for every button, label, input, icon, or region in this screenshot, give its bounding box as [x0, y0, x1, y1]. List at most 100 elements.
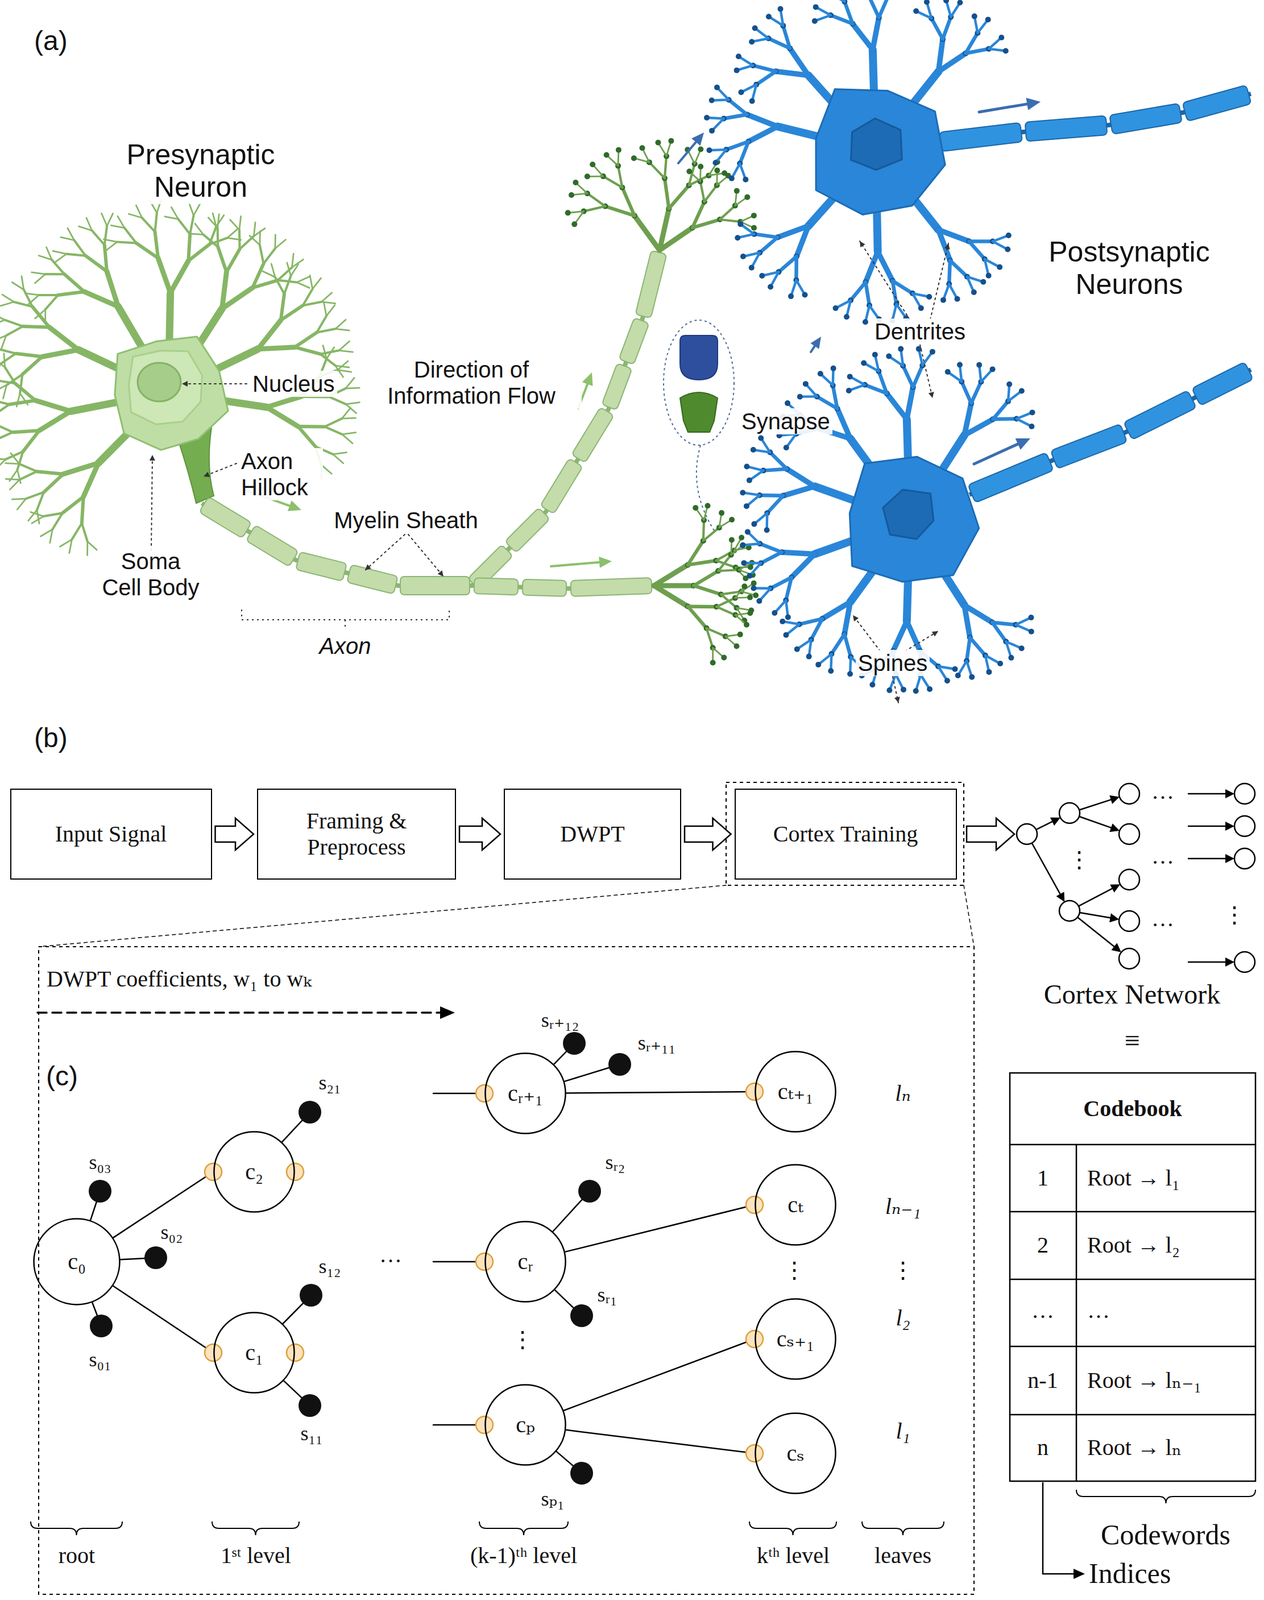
dendrite	[118, 306, 144, 351]
network-node	[1059, 900, 1080, 922]
spine	[989, 366, 996, 372]
arrow-head	[1109, 823, 1120, 832]
arrow-line	[1079, 816, 1113, 828]
dendrite	[760, 552, 782, 563]
label: s₁₁	[300, 1422, 323, 1446]
dendrite	[22, 356, 43, 375]
spine	[779, 618, 786, 625]
dendrite	[716, 606, 736, 615]
dendrite	[992, 416, 1017, 421]
dendrite	[203, 234, 219, 248]
dendrite	[703, 520, 704, 541]
label: s₁₂	[318, 1254, 341, 1279]
spine	[697, 146, 704, 152]
spine	[847, 670, 853, 677]
dendrite	[753, 234, 778, 238]
dendrite	[906, 387, 914, 420]
myelin-segment	[1025, 115, 1108, 142]
arrow-head	[1111, 943, 1121, 953]
dendrite	[193, 203, 201, 216]
spine	[897, 346, 904, 352]
label: lₙ₋₁	[885, 1193, 921, 1220]
dendrite	[258, 231, 261, 246]
spine	[584, 173, 591, 180]
satellite-dot	[570, 1461, 594, 1485]
cortex-node: cᵣ₊₁	[484, 1052, 567, 1135]
satellite-dot	[89, 1314, 113, 1338]
spine	[714, 84, 720, 91]
brace	[861, 1521, 944, 1536]
spine	[1028, 423, 1035, 430]
dendrite	[86, 541, 89, 555]
spine	[764, 527, 770, 533]
dendrite	[19, 471, 37, 480]
spine	[728, 175, 735, 182]
table-rule	[1009, 1144, 1256, 1146]
spine	[885, 353, 892, 360]
dendrite	[62, 496, 84, 514]
arrow-line	[550, 562, 601, 567]
node-circle	[485, 1384, 566, 1465]
dendrite	[238, 229, 242, 250]
dendrite	[22, 326, 50, 327]
dendrite	[338, 341, 350, 351]
node-text: cₚ	[515, 1411, 536, 1438]
spine	[956, 362, 963, 368]
myelin-segment	[540, 458, 583, 515]
spine	[703, 114, 710, 121]
dendrite	[104, 245, 107, 272]
dendrite	[693, 570, 719, 586]
node-text: cᵣ₊₁	[507, 1080, 544, 1107]
dendrite	[965, 48, 989, 54]
table-cell: Codebook	[1083, 1095, 1182, 1122]
leader-line	[365, 534, 405, 571]
part-label: Presynaptic Neuron	[104, 138, 297, 205]
part-label: (a)	[34, 25, 68, 57]
myelin-segment	[618, 317, 649, 365]
dendrite	[836, 408, 851, 439]
dendrite	[831, 633, 845, 654]
dendrite	[34, 274, 45, 284]
input-port	[475, 1416, 493, 1434]
dendrite	[799, 618, 823, 625]
dendrite	[5, 451, 24, 460]
node-text: cₛ₊₁	[776, 1325, 815, 1353]
soma-highlight	[129, 350, 203, 425]
dendrite	[230, 219, 240, 230]
myelin-segment	[1109, 103, 1183, 135]
node-text: cᵣ	[517, 1248, 534, 1275]
dendrite	[992, 401, 1009, 420]
spine	[806, 653, 812, 660]
dendrite	[659, 227, 693, 251]
dendrite	[0, 384, 7, 392]
spine	[788, 293, 794, 300]
dendrite	[0, 424, 13, 433]
dendrite	[253, 222, 256, 236]
dendrite	[791, 554, 815, 578]
dendrite	[688, 560, 717, 566]
dendrite	[328, 396, 347, 404]
dendrite	[57, 291, 85, 296]
dendrite	[28, 510, 37, 521]
spine	[734, 234, 741, 241]
table-cell: …	[1087, 1297, 1110, 1324]
leader-line	[905, 631, 939, 652]
dendrite	[341, 407, 351, 419]
part-label: Soma Cell Body	[97, 548, 205, 601]
dendrite	[188, 244, 210, 261]
node-text: cₛ	[786, 1440, 805, 1467]
spine	[783, 444, 790, 451]
dendrite	[778, 256, 797, 272]
spine	[765, 13, 772, 20]
arrow-head	[1225, 957, 1235, 967]
myelin-segment	[570, 577, 653, 597]
myelin-segment	[601, 363, 632, 410]
dendrite	[688, 606, 707, 629]
dendrite	[67, 228, 75, 240]
spine	[759, 272, 765, 279]
spine	[943, 0, 949, 4]
spine	[739, 542, 746, 549]
dendrite	[212, 349, 259, 372]
spine	[1005, 232, 1012, 239]
dendrite	[767, 495, 783, 514]
